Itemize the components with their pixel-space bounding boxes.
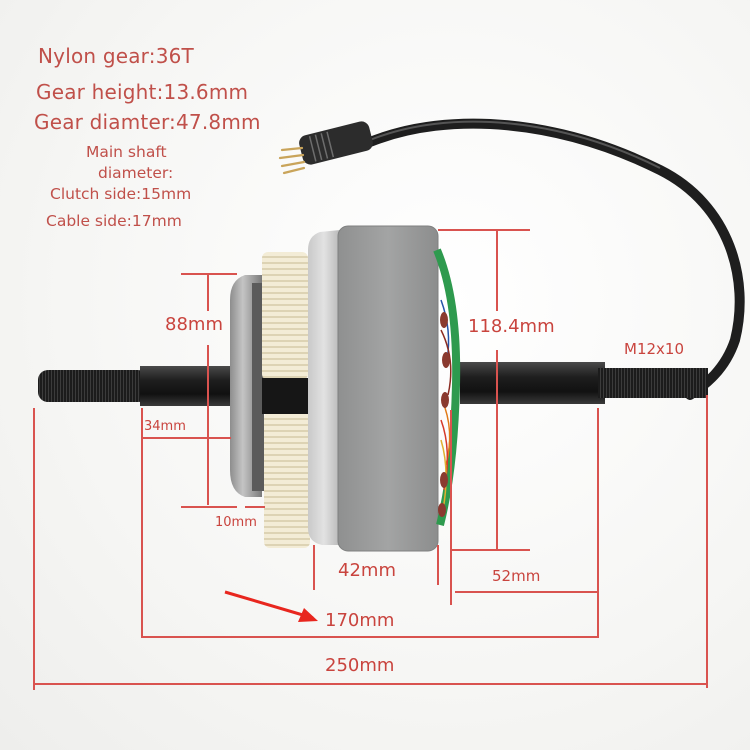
- spec-clutch-side: Clutch side:15mm: [50, 185, 192, 203]
- dim-line: [33, 408, 35, 690]
- dim-line: [245, 506, 265, 508]
- dim-line: [455, 591, 597, 593]
- dim-line: [143, 636, 597, 638]
- dim-gear-offset: 10mm: [215, 515, 257, 530]
- dim-line: [450, 410, 452, 605]
- dim-line: [706, 395, 708, 688]
- dim-line: [207, 345, 209, 505]
- dim-flange-diameter: 88mm: [165, 314, 223, 335]
- dim-line: [438, 229, 530, 231]
- dim-right-shaft: 52mm: [492, 567, 541, 585]
- dim-line: [207, 275, 209, 311]
- dim-motor-diameter: 118.4mm: [468, 316, 555, 337]
- dim-line: [313, 545, 315, 590]
- dim-line: [181, 273, 237, 275]
- spec-gear-height: Gear height:13.6mm: [36, 80, 249, 104]
- dim-between-mounts: 170mm: [325, 610, 395, 631]
- dim-line: [450, 549, 530, 551]
- dim-thread-size: M12x10: [624, 340, 684, 358]
- spec-main-shaft-subtitle: diameter:: [98, 164, 174, 182]
- dim-line: [437, 545, 439, 585]
- dim-left-shaft: 34mm: [144, 419, 186, 434]
- dim-line: [35, 683, 707, 685]
- dim-line: [597, 408, 599, 638]
- dim-line: [141, 408, 143, 638]
- spec-gear-diameter: Gear diamter:47.8mm: [34, 110, 261, 134]
- dim-line: [181, 506, 237, 508]
- dim-line: [496, 350, 498, 550]
- dim-motor-width: 42mm: [338, 560, 396, 581]
- spec-cable-side: Cable side:17mm: [46, 212, 182, 230]
- dim-overall-length: 250mm: [325, 655, 395, 676]
- dim-line: [496, 231, 498, 311]
- spec-nylon-gear: Nylon gear:36T: [38, 44, 194, 68]
- spec-main-shaft-title: Main shaft: [86, 143, 167, 161]
- dim-line: [143, 437, 231, 439]
